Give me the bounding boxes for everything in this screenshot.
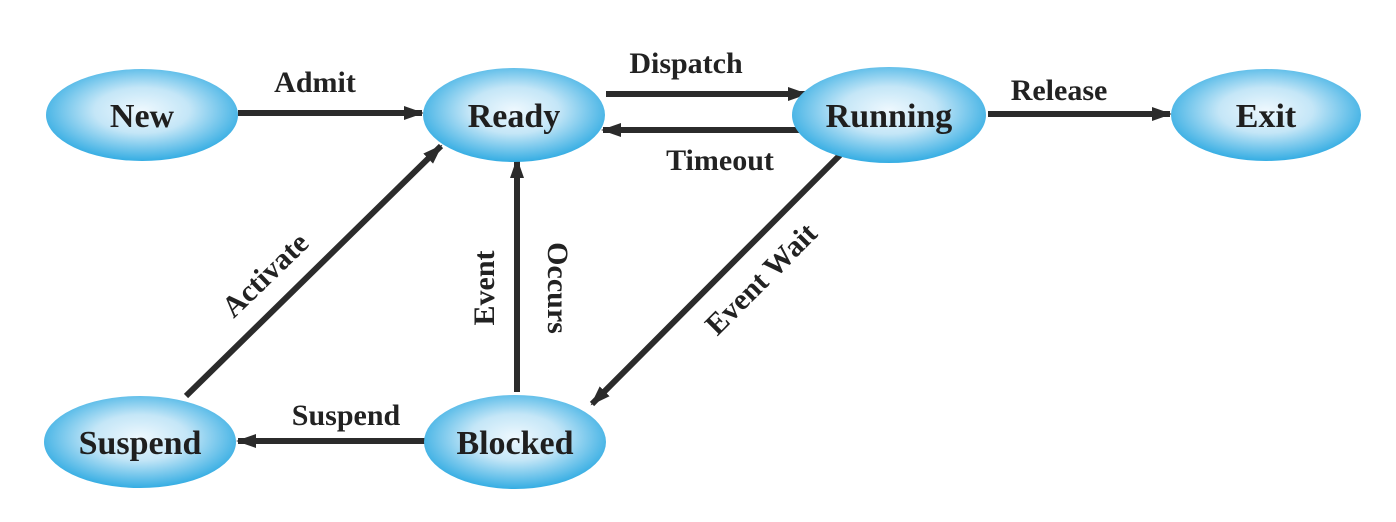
state-suspend: Suspend bbox=[44, 396, 236, 488]
state-exit: Exit bbox=[1171, 69, 1361, 161]
event-occurs-label-line1: Event bbox=[468, 250, 501, 325]
timeout-label: Timeout bbox=[666, 144, 774, 177]
state-suspend-label: Suspend bbox=[79, 425, 202, 462]
event-occurs-label-line2: Occurs bbox=[541, 242, 574, 334]
admit-label: Admit bbox=[274, 66, 356, 99]
state-blocked-label: Blocked bbox=[456, 425, 573, 462]
suspend-transition-label: Suspend bbox=[292, 399, 401, 432]
state-running-label: Running bbox=[826, 98, 953, 135]
state-ready-label: Ready bbox=[468, 98, 561, 135]
dispatch-label: Dispatch bbox=[629, 47, 743, 80]
activate-label: Activate bbox=[216, 226, 316, 324]
state-new: New bbox=[46, 69, 238, 161]
release-label: Release bbox=[1011, 74, 1108, 107]
state-blocked: Blocked bbox=[424, 395, 606, 489]
state-ready: Ready bbox=[423, 68, 605, 162]
activate-arrow bbox=[183, 143, 444, 399]
state-new-label: New bbox=[110, 98, 175, 135]
state-running: Running bbox=[792, 67, 986, 163]
event-wait-arrow bbox=[589, 150, 845, 407]
state-exit-label: Exit bbox=[1236, 98, 1297, 135]
